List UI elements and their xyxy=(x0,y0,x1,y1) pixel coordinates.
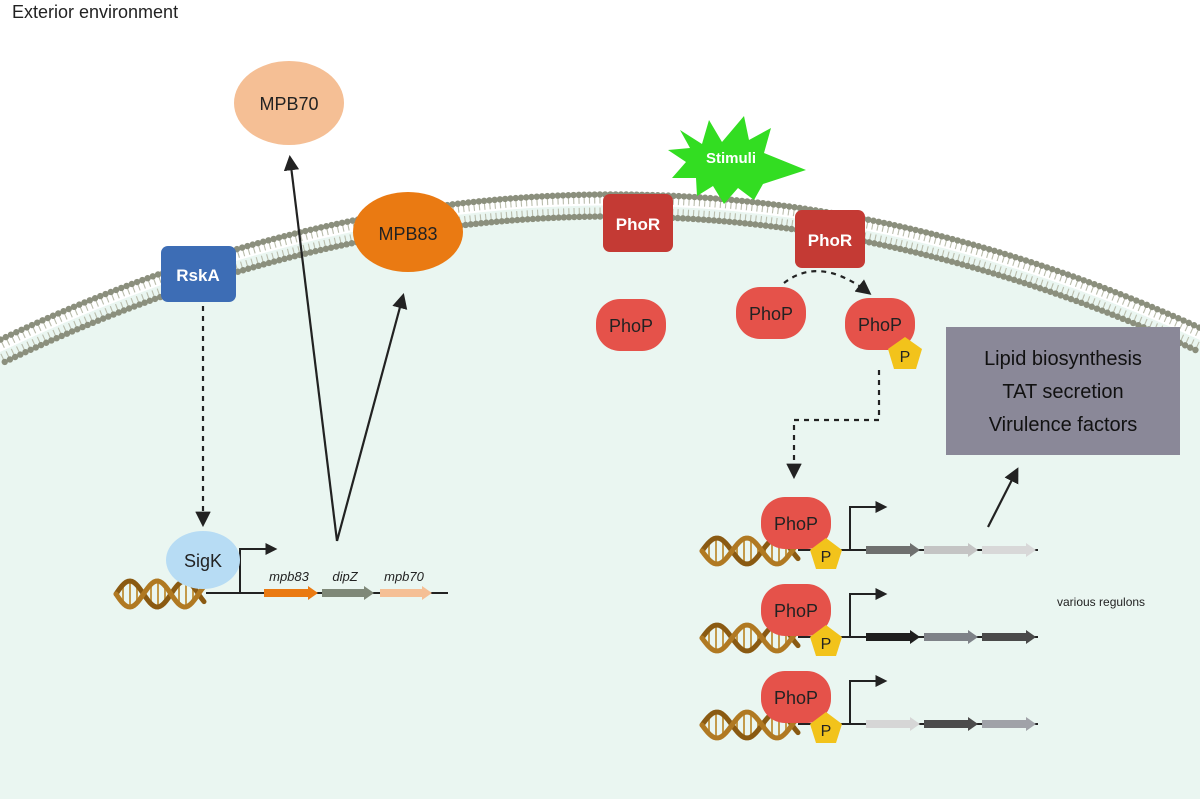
sigk-label: SigK xyxy=(184,551,222,571)
mpb70-label: MPB70 xyxy=(259,94,318,114)
various-regulons-label: various regulons xyxy=(1057,595,1145,609)
output-line-3: Virulence factors xyxy=(989,414,1138,436)
phop-free-label: PhoP xyxy=(609,316,653,336)
rska-label: RskA xyxy=(176,266,219,285)
exterior-environment-label: Exterior environment xyxy=(12,2,178,22)
gene-mpb70-label: mpb70 xyxy=(384,569,425,584)
phop-bound-label-2: PhoP xyxy=(774,601,818,621)
gene-dipz-label: dipZ xyxy=(332,569,358,584)
output-line-2: TAT secretion xyxy=(1002,381,1123,403)
phop-unphos-label: PhoP xyxy=(749,304,793,324)
phop-bound-label-3: PhoP xyxy=(774,688,818,708)
phor-right-label: PhoR xyxy=(808,231,852,250)
phosphate-bound-label-2: P xyxy=(821,636,832,653)
phosphate-label: P xyxy=(900,349,911,366)
stimuli-label: Stimuli xyxy=(706,150,756,167)
phor-left-label: PhoR xyxy=(616,215,660,234)
output-line-1: Lipid biosynthesis xyxy=(984,348,1142,370)
mpb83-label: MPB83 xyxy=(378,224,437,244)
phosphate-bound-label-3: P xyxy=(821,723,832,740)
phop-bound-label-1: PhoP xyxy=(774,514,818,534)
phosphate-bound-label-1: P xyxy=(821,549,832,566)
phop-phos-label: PhoP xyxy=(858,315,902,335)
gene-mpb83-label: mpb83 xyxy=(269,569,310,584)
